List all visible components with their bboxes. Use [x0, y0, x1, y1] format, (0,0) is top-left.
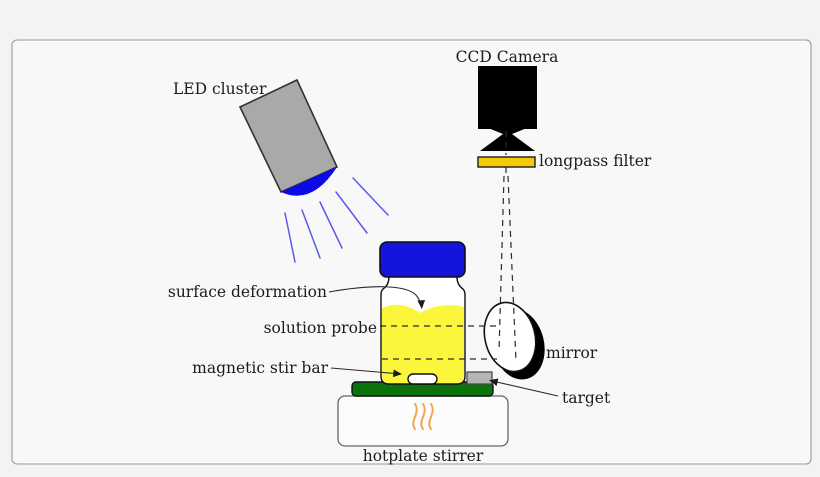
- bottle-cap: [379, 241, 466, 278]
- light-ray: [352, 177, 389, 216]
- solution-probe-label: solution probe: [264, 319, 377, 337]
- light-ray: [319, 201, 343, 249]
- magnetic-stir-bar-pointer-line: [330, 367, 402, 378]
- target-plate: [466, 371, 493, 385]
- ccd-camera-body: [478, 66, 537, 129]
- hotplate-stirrer-label: hotplate stirrer: [363, 447, 484, 465]
- magnetic-stir-bar: [407, 373, 438, 385]
- camera-lens-cone-upper: [488, 128, 527, 134]
- led-cluster-label: LED cluster: [173, 80, 267, 98]
- led-light-rays: [284, 177, 389, 263]
- ccd-camera-group: [478, 66, 537, 151]
- mirror-face: [483, 301, 537, 373]
- light-ray: [335, 191, 368, 234]
- camera-lens-cone-lower: [480, 134, 535, 151]
- surface-deformation-pointer-line: [328, 286, 426, 309]
- optical-path-dashed-line: [507, 175, 517, 363]
- solution-liquid: [382, 304, 464, 383]
- optical-path-dashed-line: [498, 175, 505, 353]
- mirror-label: mirror: [546, 344, 598, 362]
- magnetic-stir-bar-label: magnetic stir bar: [192, 359, 328, 377]
- target-pointer-line: [489, 378, 559, 397]
- target-label: target: [562, 389, 611, 407]
- heat-wave: [428, 403, 434, 430]
- mirror-group: [483, 301, 545, 380]
- light-ray: [284, 212, 296, 263]
- sample-bottle-group: [379, 241, 466, 385]
- heat-wave: [420, 403, 426, 430]
- optical-path: [380, 131, 517, 363]
- ccd-camera-label: CCD Camera: [456, 48, 559, 66]
- led-cluster-group: [238, 78, 389, 263]
- led-emitter-lens: [281, 167, 337, 196]
- heat-waves: [412, 403, 434, 430]
- hotplate-stirrer-group: [337, 395, 509, 447]
- light-ray: [301, 209, 321, 259]
- heat-wave: [412, 403, 418, 430]
- longpass-filter-label: longpass filter: [539, 152, 652, 170]
- longpass-filter: [477, 156, 536, 168]
- pointer-arrows: [328, 286, 559, 397]
- surface-deformation-label: surface deformation: [168, 283, 327, 301]
